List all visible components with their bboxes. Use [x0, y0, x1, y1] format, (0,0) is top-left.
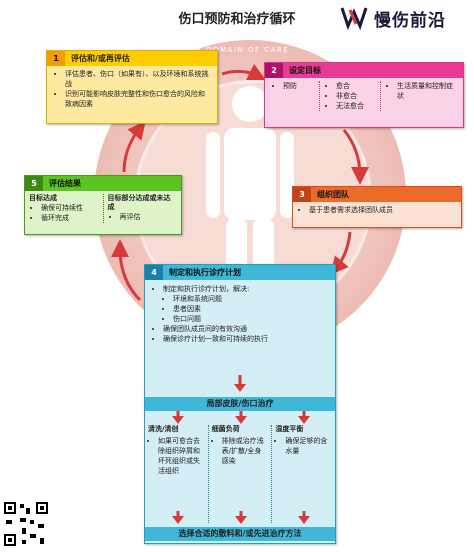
step-number: 1	[47, 51, 65, 66]
step-goals-header: 2 设定目标	[265, 63, 463, 78]
list-item: 如果可愈合去除组织碎屑和坏死组织或失活组织	[158, 436, 205, 476]
list-item: 非愈合	[336, 91, 376, 101]
list-item: 再评估	[120, 212, 178, 222]
list-item: 无法愈合	[336, 101, 376, 111]
column-heading: 清洗/清创	[148, 425, 179, 433]
step-title: 评估和/或再评估	[71, 54, 130, 63]
final-treatment-band: 选择合适的敷料和/或先进治疗方法	[145, 527, 335, 541]
list-item: 识别可能影响皮肤完整性和伤口愈合的风险和致病因素	[65, 89, 211, 109]
step-plan-header: 4 制定和执行诊疗计划	[145, 265, 335, 280]
step-team-header: 3 组织团队	[293, 187, 461, 202]
step-goals-box: 2 设定目标 预防 愈合 非愈合 无法愈合 生活质量和控制症状	[264, 62, 464, 128]
list-item: 确保可持续性	[41, 203, 99, 213]
step-title: 设定目标	[289, 66, 321, 75]
step-title: 制定和执行诊疗计划	[169, 268, 241, 277]
step-plan-box: 4 制定和执行诊疗计划 制定和执行诊疗计划，解决: 环境和系统问题 患者因素 伤…	[144, 264, 336, 544]
list-item: 生活质量和控制症状	[397, 81, 455, 101]
list-item: 排除或治疗浅表/扩散/全身感染	[222, 436, 269, 466]
qr-code-icon	[2, 500, 50, 548]
step-title: 评估结果	[49, 179, 81, 188]
column-heading: 细菌负荷	[211, 425, 240, 433]
step-number: 4	[145, 265, 163, 280]
step-outcome-header: 5 评估结果	[25, 176, 181, 191]
list-item: 伤口问题	[173, 314, 329, 324]
list-item: 愈合	[336, 81, 376, 91]
list-item: 循环完成	[41, 213, 99, 223]
column-heading: 目标达成	[29, 194, 57, 202]
circle-label: THE DOMAIN OF CARE	[184, 46, 290, 54]
logo-mark-icon	[340, 7, 368, 31]
split-arrows-icon	[172, 411, 310, 424]
step-number: 2	[265, 63, 283, 78]
step-outcome-box: 5 评估结果 目标达成 确保可持续性 循环完成 目标部分达成或未达成 再评估	[24, 175, 182, 235]
list-item: 确保诊疗计划一致和可持续的执行	[163, 334, 329, 344]
list-item: 环境和系统问题	[173, 294, 329, 304]
local-care-columns: 清洗/清创 如果可愈合去除组织碎屑和坏死组织或失活组织 细菌负荷 排除或治疗浅表…	[145, 425, 335, 523]
column-heading: 目标部分达成或未达成	[107, 194, 171, 211]
list-item: 患者因素	[173, 304, 329, 314]
step-number: 5	[25, 176, 43, 191]
brand-logo: 慢伤前沿	[340, 4, 470, 31]
step-team-box: 3 组织团队 基于患者需求选择团队成员	[292, 186, 462, 228]
list-item: 确保足够的含水量	[285, 436, 332, 456]
step-number: 3	[293, 187, 311, 202]
merge-arrows-icon	[172, 511, 310, 524]
local-care-band: 局部皮肤/伤口治疗	[145, 397, 335, 411]
step-title: 组织团队	[317, 190, 349, 199]
list-item: 基于患者需求选择团队成员	[309, 205, 457, 215]
list-item: 预防	[283, 81, 315, 91]
list-item: 制定和执行诊疗计划，解决:	[163, 284, 329, 294]
page-title: 伤口预防和治疗循环	[178, 12, 296, 27]
step-assess-box: 1 评估和/或再评估 评估患者、伤口（如果有）、以及环境和系统挑战 识别可能影响…	[46, 50, 218, 124]
down-arrow-icon	[234, 375, 246, 392]
list-item: 评估患者、伤口（如果有）、以及环境和系统挑战	[65, 69, 211, 89]
step-assess-header: 1 评估和/或再评估	[47, 51, 217, 66]
logo-text: 慢伤前沿	[374, 11, 446, 31]
column-heading: 湿度平衡	[275, 425, 304, 433]
list-item: 确保团队成员间的有效沟通	[163, 324, 329, 334]
